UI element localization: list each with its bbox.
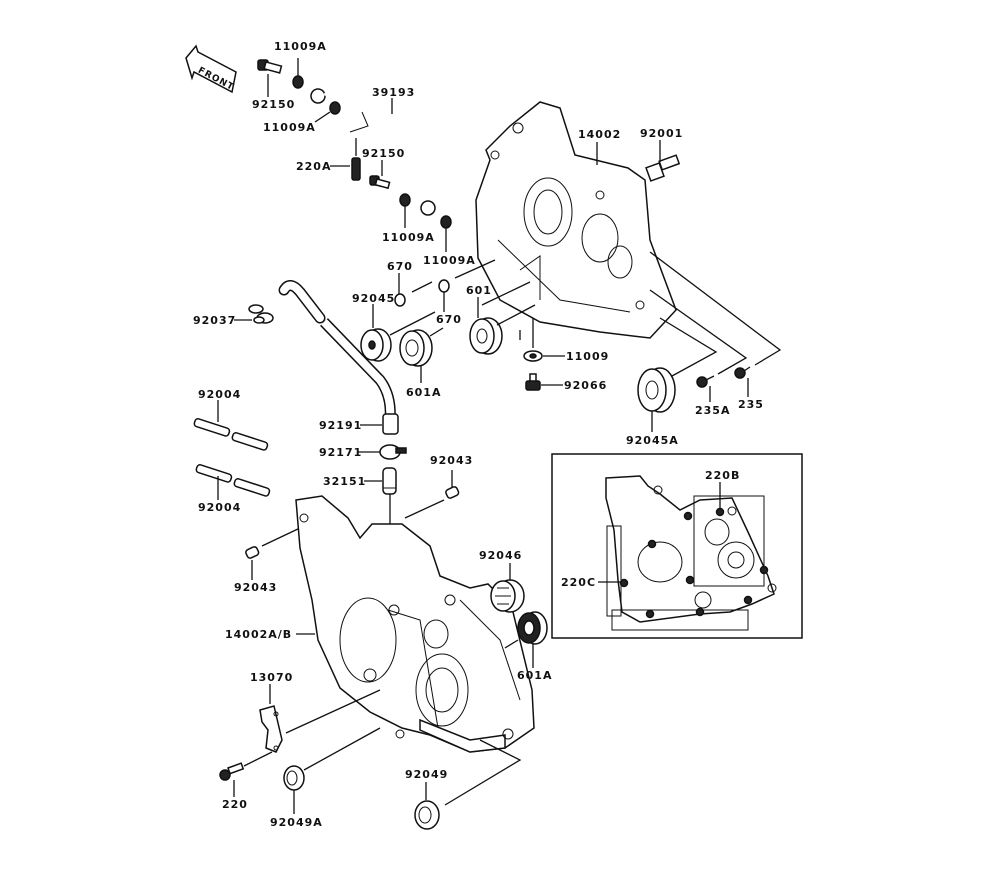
label-92004-upper: 92004 [198, 388, 241, 401]
washer-11009[interactable] [523, 350, 543, 362]
washer-11009A-3[interactable] [399, 193, 411, 207]
label-92171: 92171 [319, 446, 362, 459]
label-601A-lower: 601A [517, 669, 552, 682]
label-670-1: 670 [387, 260, 413, 273]
bearing-601A-upper[interactable] [399, 329, 433, 367]
label-92191: 92191 [319, 419, 362, 432]
label-11009A-3: 11009A [382, 231, 435, 244]
bolt-220A[interactable] [351, 157, 361, 181]
o-ring-670-2[interactable] [438, 279, 450, 293]
bolt-92066[interactable] [525, 373, 541, 391]
label-92043-lower: 92043 [234, 581, 277, 594]
label-92049: 92049 [405, 768, 448, 781]
stud-92004-lower[interactable] [195, 464, 271, 497]
inset-bolt-locations [551, 453, 803, 639]
label-92037: 92037 [193, 314, 236, 327]
dowel-92043-lower[interactable] [245, 546, 260, 559]
oil-seal-92049A[interactable] [283, 765, 305, 791]
label-11009: 11009 [566, 350, 609, 363]
pipe-32151[interactable] [382, 467, 397, 495]
label-92046: 92046 [479, 549, 522, 562]
label-92001: 92001 [640, 127, 683, 140]
needle-bearing-92046[interactable] [490, 579, 525, 613]
crankcase-left-14002AB[interactable] [295, 495, 535, 753]
washer-11009A-4[interactable] [440, 215, 452, 229]
label-92004-lower: 92004 [198, 501, 241, 514]
label-14002: 14002 [578, 128, 621, 141]
bolt-92150-lower[interactable] [369, 175, 391, 190]
bearing-601[interactable] [469, 317, 503, 355]
label-39193: 39193 [372, 86, 415, 99]
label-11009A-4: 11009A [423, 254, 476, 267]
label-92045A: 92045A [626, 434, 679, 447]
plug-92001[interactable] [645, 154, 681, 182]
label-670-2: 670 [436, 313, 462, 326]
crankcase-right-14002[interactable] [475, 101, 677, 339]
label-14002AB: 14002A/B [225, 628, 292, 641]
washer-11009A-1[interactable] [292, 75, 304, 89]
label-92049A: 92049A [270, 816, 323, 829]
hose-92191[interactable] [278, 280, 399, 435]
label-601: 601 [466, 284, 492, 297]
bearing-92045A[interactable] [637, 367, 676, 413]
label-92066: 92066 [564, 379, 607, 392]
bolt-92150-upper[interactable] [257, 59, 283, 74]
oil-seal-92049[interactable] [414, 800, 440, 830]
o-ring-670-1[interactable] [394, 293, 406, 307]
label-220C: 220C [561, 576, 596, 589]
bracket-13070[interactable] [259, 705, 283, 753]
label-11009A-1: 11009A [274, 40, 327, 53]
label-92045: 92045 [352, 292, 395, 305]
clamp-92171[interactable] [379, 444, 407, 460]
front-direction-arrow-icon: FRONT [185, 44, 237, 94]
label-601A-upper: 601A [406, 386, 441, 399]
label-92043-upper: 92043 [430, 454, 473, 467]
oil-pipe-39193[interactable] [310, 88, 448, 216]
washer-11009A-2[interactable] [329, 101, 341, 115]
label-32151: 32151 [323, 475, 366, 488]
label-235: 235 [738, 398, 764, 411]
label-235A: 235A [695, 404, 730, 417]
screw-235[interactable] [734, 366, 751, 379]
dowel-92043-upper[interactable] [445, 486, 460, 499]
stud-92004-upper[interactable] [193, 418, 269, 451]
label-92150-lower: 92150 [362, 147, 405, 160]
label-92150-upper: 92150 [252, 98, 295, 111]
bolt-220[interactable] [219, 762, 245, 781]
bearing-92045[interactable] [360, 328, 392, 362]
label-220A: 220A [296, 160, 331, 173]
label-220: 220 [222, 798, 248, 811]
clip-92037[interactable] [248, 304, 274, 324]
label-11009A-2: 11009A [263, 121, 316, 134]
screw-235A[interactable] [696, 375, 715, 388]
label-220B: 220B [705, 469, 740, 482]
bearing-601A-lower[interactable] [517, 611, 548, 645]
label-13070: 13070 [250, 671, 293, 684]
